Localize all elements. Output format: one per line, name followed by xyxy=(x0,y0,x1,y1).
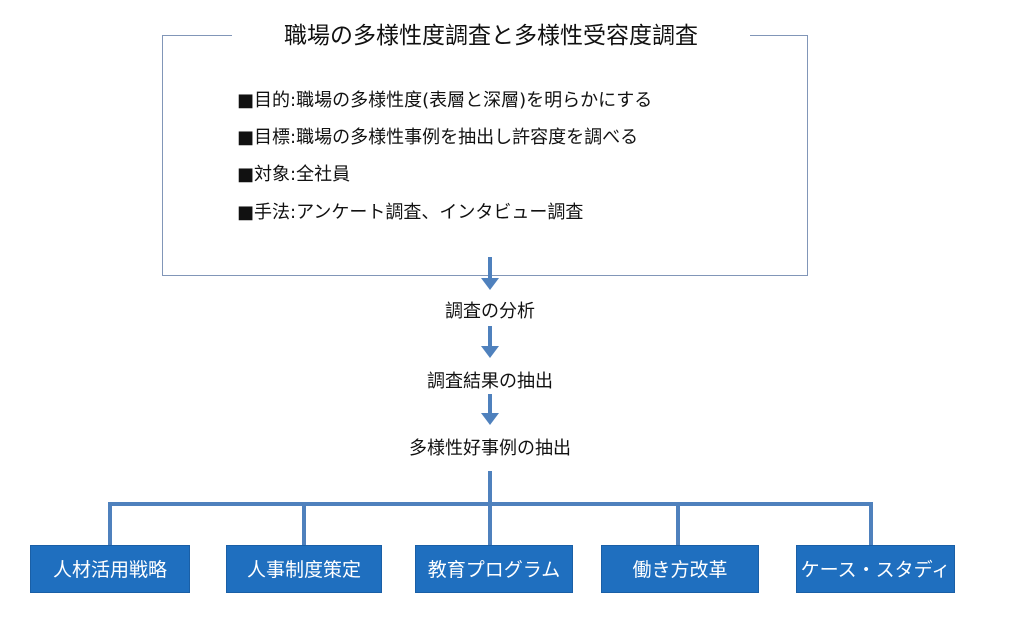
connector-trunk xyxy=(488,471,492,505)
outcome-work-style-reform: 働き方改革 xyxy=(601,545,759,593)
connector-drop xyxy=(108,502,112,546)
connector-drop xyxy=(302,502,306,546)
diagram-title: 職場の多様性度調査と多様性受容度調査 xyxy=(232,20,750,52)
bullet-purpose: ■目的:職場の多様性度(表層と深層)を明らかにする xyxy=(237,90,653,111)
step-analysis: 調査の分析 xyxy=(445,301,535,322)
bullet-target: ■対象:全社員 xyxy=(237,164,351,185)
arrow-down-icon xyxy=(481,346,499,358)
arrow-down-icon xyxy=(481,413,499,425)
outcome-talent-strategy: 人材活用戦略 xyxy=(30,545,190,593)
connector-drop xyxy=(676,502,680,546)
arrow-shaft-2 xyxy=(488,326,492,347)
step-extract-cases: 多様性好事例の抽出 xyxy=(409,438,571,459)
step-extract-results: 調査結果の抽出 xyxy=(427,371,553,392)
connector-drop xyxy=(488,502,492,546)
arrow-shaft-1 xyxy=(488,257,492,279)
connector-drop xyxy=(869,502,873,546)
arrow-down-icon xyxy=(481,278,499,290)
outcome-education-program: 教育プログラム xyxy=(415,545,573,593)
outcome-case-study: ケース・スタディ xyxy=(796,545,955,593)
arrow-shaft-3 xyxy=(488,394,492,414)
bullet-method: ■手法:アンケート調査、インタビュー調査 xyxy=(237,202,584,223)
outcome-hr-system: 人事制度策定 xyxy=(226,545,382,593)
survey-frame xyxy=(162,35,808,276)
bullet-goal: ■目標:職場の多様性事例を抽出し許容度を調べる xyxy=(237,127,639,148)
